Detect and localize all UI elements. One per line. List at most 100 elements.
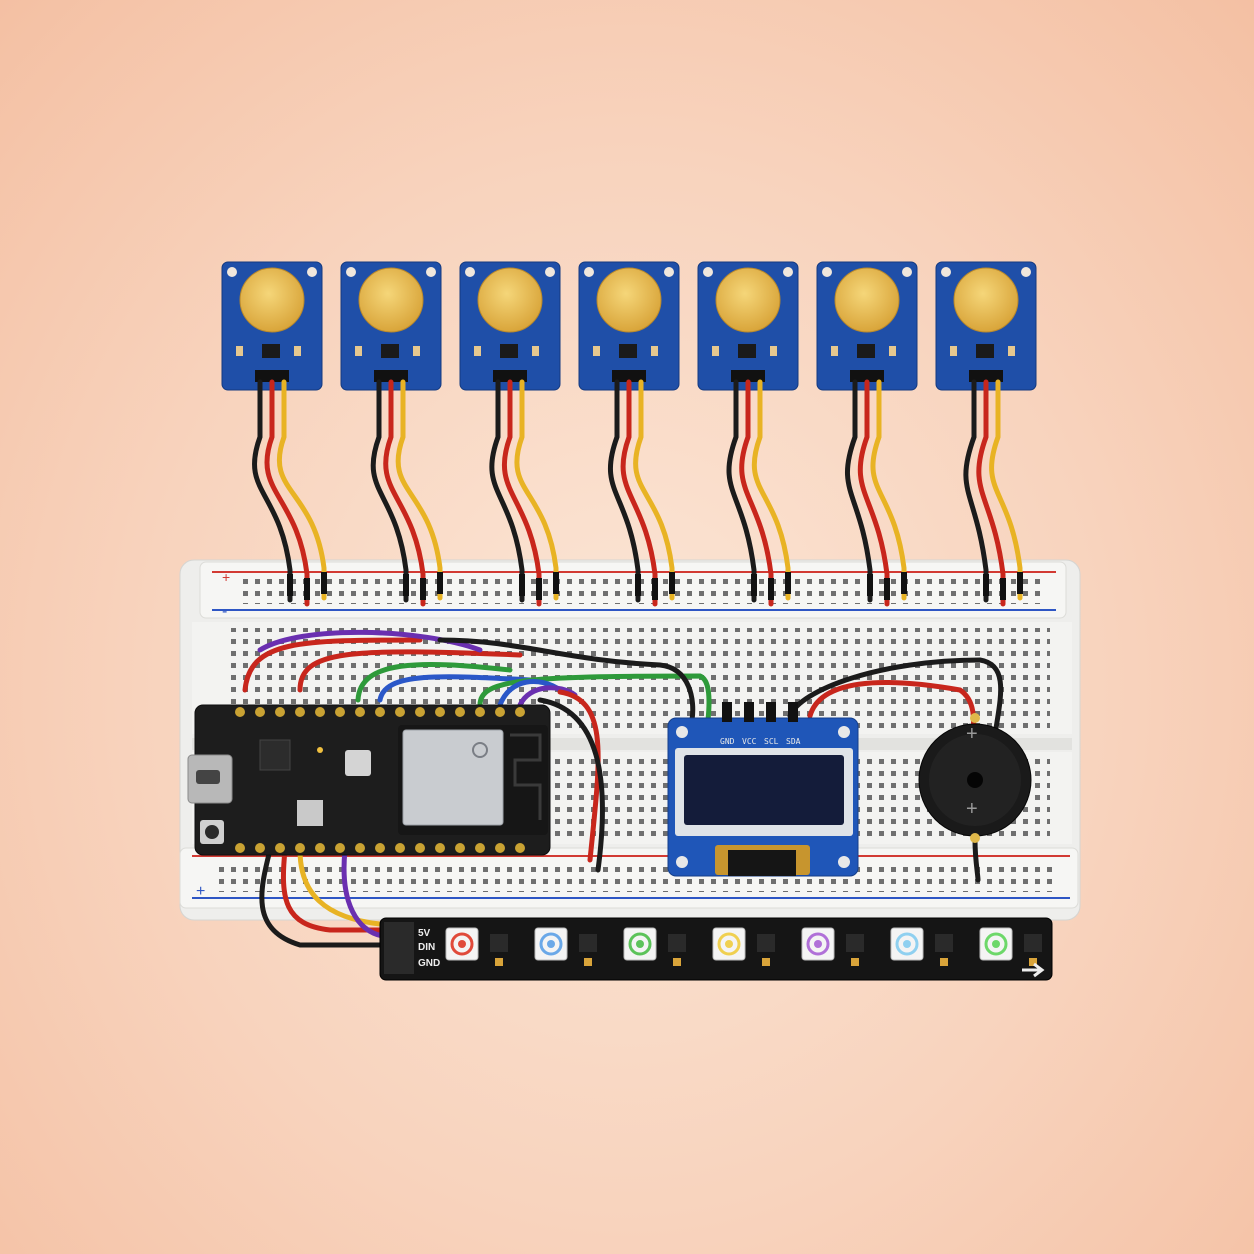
pcb-antenna xyxy=(510,733,542,820)
wire-plug xyxy=(420,578,426,600)
sensor-wire-bundle xyxy=(252,379,1023,607)
sensor-wire xyxy=(976,379,1006,607)
wire-plug xyxy=(553,572,559,594)
sensor-header xyxy=(969,370,1003,382)
header-pin xyxy=(255,843,265,853)
rgb-led xyxy=(445,927,479,961)
sensor-wire xyxy=(751,379,791,601)
header-pin xyxy=(235,843,245,853)
touch-sensor-module xyxy=(221,261,323,391)
jumper-red-2 xyxy=(297,649,523,693)
jumper-black-2 xyxy=(537,697,605,873)
led-driver-chip xyxy=(757,934,775,952)
header-pin xyxy=(255,707,265,717)
oled-header xyxy=(722,702,798,722)
wire-plug xyxy=(652,578,658,600)
sensor-wire xyxy=(870,379,907,601)
oled-pin-sda-label: SDA xyxy=(786,737,801,746)
touch-pad xyxy=(239,267,305,333)
touch-pad xyxy=(834,267,900,333)
header-pin xyxy=(235,707,245,717)
sensor-header xyxy=(255,370,289,382)
rgb-led xyxy=(801,927,835,961)
sensor-wire xyxy=(489,379,525,603)
rail-plus-label-bottom: + xyxy=(196,883,205,900)
header-pin xyxy=(335,707,345,717)
sensor-chip xyxy=(500,344,518,358)
oled-display: GND VCC SCL SDA xyxy=(667,702,859,877)
jumper-green-2 xyxy=(477,673,712,723)
rgb-led xyxy=(979,927,1013,961)
oled-pin-vcc-label: VCC xyxy=(742,737,757,746)
jumper-blue-1 xyxy=(377,674,533,703)
sensor-wire xyxy=(370,379,409,603)
oled-pin-scl-label: SCL xyxy=(764,737,779,746)
sensor-header xyxy=(374,370,408,382)
jumper-red-1 xyxy=(242,637,423,693)
header-pin xyxy=(475,843,485,853)
jumper-black-strip xyxy=(259,847,393,948)
mount-hole xyxy=(227,267,237,277)
strip-connector xyxy=(384,922,414,974)
sensor-wire xyxy=(857,379,890,607)
mount-hole xyxy=(941,267,951,277)
jumper-wires xyxy=(242,629,1004,948)
sensor-wire xyxy=(383,379,426,607)
header-pin xyxy=(375,707,385,717)
header-pin xyxy=(415,843,425,853)
touch-pad xyxy=(953,267,1019,333)
mount-hole xyxy=(426,267,436,277)
top-power-rail: + - xyxy=(199,561,1067,620)
sensor-header xyxy=(612,370,646,382)
sensor-wire xyxy=(252,379,293,603)
wire-plug xyxy=(669,572,675,594)
led-strip: 5V DIN GND xyxy=(379,917,1053,981)
led-driver-chip xyxy=(846,934,864,952)
sensor-wire xyxy=(607,379,641,603)
wire-plug xyxy=(437,572,443,594)
rgb-led xyxy=(534,927,568,961)
jumper-black-3 xyxy=(787,657,1004,738)
header-pin xyxy=(375,843,385,853)
header-pin xyxy=(395,707,405,717)
wire-plug xyxy=(321,572,327,594)
header-pin xyxy=(275,843,285,853)
sensor-wire xyxy=(989,379,1023,601)
oled-pin xyxy=(766,702,776,722)
boot-button xyxy=(345,750,371,776)
jumper-black-1 xyxy=(437,637,696,723)
header-pin xyxy=(335,843,345,853)
header-pin xyxy=(515,707,525,717)
wire-plug xyxy=(983,574,989,596)
sensor-chip xyxy=(857,344,875,358)
wire-plug xyxy=(867,574,873,596)
strip-label-5v: 5V xyxy=(418,928,431,939)
sensor-header xyxy=(731,370,765,382)
buzzer-hole xyxy=(967,772,983,788)
sensor-wire xyxy=(963,379,989,603)
wire-plug xyxy=(1017,572,1023,594)
sensor-wire xyxy=(395,379,443,601)
rgb-led xyxy=(890,927,924,961)
strip-label-din: DIN xyxy=(418,942,435,953)
jumper-green-1 xyxy=(355,661,513,703)
led-driver-chip xyxy=(490,934,508,952)
led-driver-chip xyxy=(579,934,597,952)
touch-pad xyxy=(358,267,424,333)
buzzer-plus-bottom: + xyxy=(966,798,978,820)
sensor-header xyxy=(493,370,527,382)
mount-hole xyxy=(307,267,317,277)
wire-plug xyxy=(536,578,542,600)
header-pin xyxy=(315,843,325,853)
sensor-chip xyxy=(619,344,637,358)
sensor-wire xyxy=(726,379,757,603)
sensor-wire xyxy=(620,379,658,607)
rgb-led xyxy=(623,927,657,961)
header-pin xyxy=(475,707,485,717)
sensor-wire xyxy=(501,379,542,607)
sensor-header xyxy=(850,370,884,382)
esp32-header-bottom xyxy=(235,843,525,853)
header-pin xyxy=(495,843,505,853)
touch-pad xyxy=(477,267,543,333)
